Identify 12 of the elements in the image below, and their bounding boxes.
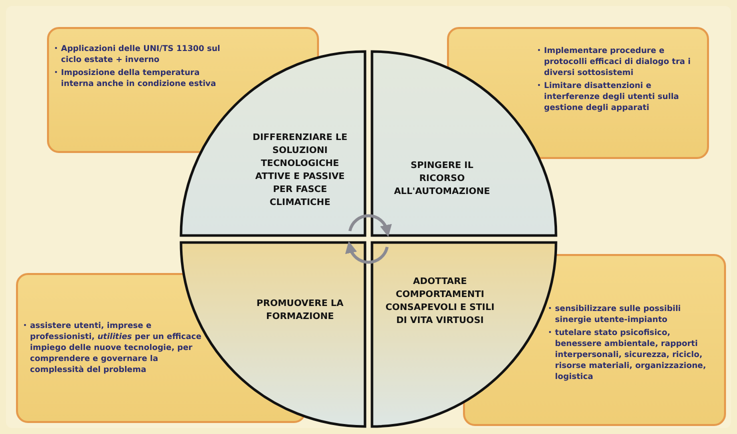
bullet-text: Imposizione della temperatura interna anche in condizione estiva bbox=[55, 67, 235, 89]
bullet-text: Limitare disattenzioni e interferenze degli utenti sulla gestione degli apparati bbox=[538, 80, 703, 113]
quadrant-label: SPINGERE IL RICORSO ALL'AUTOMAZIONE bbox=[392, 160, 492, 199]
cycle-arrow bbox=[348, 214, 392, 237]
bullet-text: Applicazioni delle UNI/TS 11300 sul ciclo estate + inverno bbox=[55, 43, 235, 65]
quadrant-label: ADOTTARE COMPORTAMENTI CONSAPEVOLI E STILI DI VITA VIRTUOSI bbox=[385, 276, 495, 328]
cycle-arrow bbox=[346, 241, 389, 264]
bullet-text: tutelare stato psicofisico, benessere ambientale, rapporti interpersonali, sicurezza, riciclo, risorse materiali, organizzazione, logistica bbox=[549, 327, 714, 382]
quadrant-label: DIFFERENZIARE LE SOLUZIONI TECNOLOGICHE ATTIVE E PASSIVE PER FASCE CLIMATICHE bbox=[252, 132, 348, 210]
bullet-text: Implementare procedure e protocolli efficaci di dialogo tra i diversi sottosistemi bbox=[538, 45, 703, 78]
quadrant-label: PROMUOVERE LA FORMAZIONE bbox=[256, 298, 344, 324]
bullet-text: assistere utenti, imprese e professionisti, utilities per un efficace impiego delle nuove tecnologie, per comprendere e governare la complessità del problema bbox=[24, 320, 209, 375]
